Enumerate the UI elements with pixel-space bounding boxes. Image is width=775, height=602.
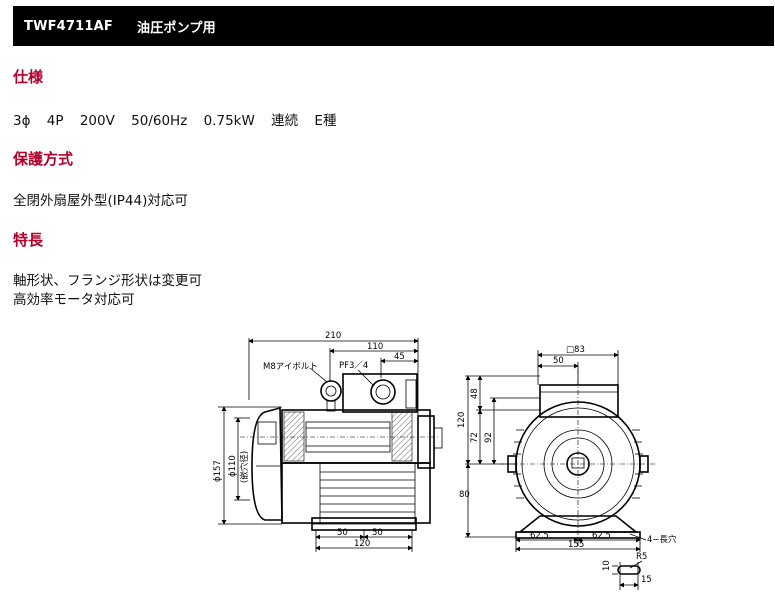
feature-item: 高効率モータ対応可 — [13, 292, 135, 308]
dim-height-80: 80 — [459, 490, 470, 500]
features-list: 軸形状、フランジ形状は変更可 高効率モータ対応可 — [13, 272, 202, 310]
note-slot-holes: 4−長穴 — [647, 534, 677, 545]
spec-duty: 連続 — [271, 113, 299, 129]
spec-power: 0.75kW — [203, 113, 255, 129]
dim-overall-length: 210 — [325, 331, 341, 341]
dim-base-120: 120 — [354, 539, 370, 549]
protection-heading: 保護方式 — [13, 150, 74, 168]
dim-base-62-5-right: 62.5 — [592, 531, 611, 541]
dim-slot-15: 15 — [641, 575, 652, 585]
feature-item: 軸形状、フランジ形状は変更可 — [13, 273, 202, 289]
spec-poles: 4P — [46, 113, 64, 129]
dim-top-50: 50 — [553, 356, 564, 366]
protection-text: 全閉外扇屋外型(IP44)対応可 — [13, 193, 188, 209]
dim-base-155: 155 — [568, 540, 584, 550]
dim-height-48: 48 — [470, 388, 480, 399]
dim-base-50-left: 50 — [337, 528, 348, 538]
note-flange-fit: (嵌穴径) — [239, 451, 250, 483]
dim-height-92: 92 — [484, 432, 494, 443]
dim-shaft-110: 110 — [367, 342, 383, 352]
front-view: □83 50 — [457, 345, 677, 552]
spec-voltage: 200V — [79, 113, 115, 129]
dim-height-72: 72 — [470, 432, 480, 443]
dim-base-50-right: 50 — [372, 528, 383, 538]
model-number: TWF4711AF — [24, 18, 114, 34]
label-eyebolt: M8アイボルト — [263, 362, 318, 372]
dim-dia-157: ϕ157 — [213, 460, 223, 482]
dim-base-62-5-left: 62.5 — [530, 531, 549, 541]
title-bar: TWF4711AF 油圧ポンプ用 — [13, 6, 774, 46]
features-heading: 特長 — [13, 231, 44, 249]
label-pf: PF3／4 — [339, 361, 368, 371]
dim-r5: R5 — [636, 552, 647, 562]
dim-dia-110: ϕ110 — [228, 455, 238, 477]
spec-heading: 仕様 — [13, 68, 44, 86]
dim-shaft-45: 45 — [394, 352, 405, 362]
dim-square-83: □83 — [566, 345, 585, 355]
slot-detail: R5 10 15 — [602, 552, 652, 590]
spec-insulation: E種 — [314, 113, 337, 129]
model-subtitle: 油圧ポンプ用 — [137, 20, 216, 36]
spec-frequency: 50/60Hz — [131, 113, 188, 129]
dim-slot-10: 10 — [602, 560, 612, 571]
spec-values: 3ϕ 4P 200V 50/60Hz 0.75kW 連続 E種 — [13, 112, 348, 131]
side-view: 210 110 45 M8アイボルト PF3／4 — [213, 331, 443, 552]
spec-phase: 3ϕ — [13, 113, 31, 129]
dim-height-120: 120 — [457, 412, 467, 428]
